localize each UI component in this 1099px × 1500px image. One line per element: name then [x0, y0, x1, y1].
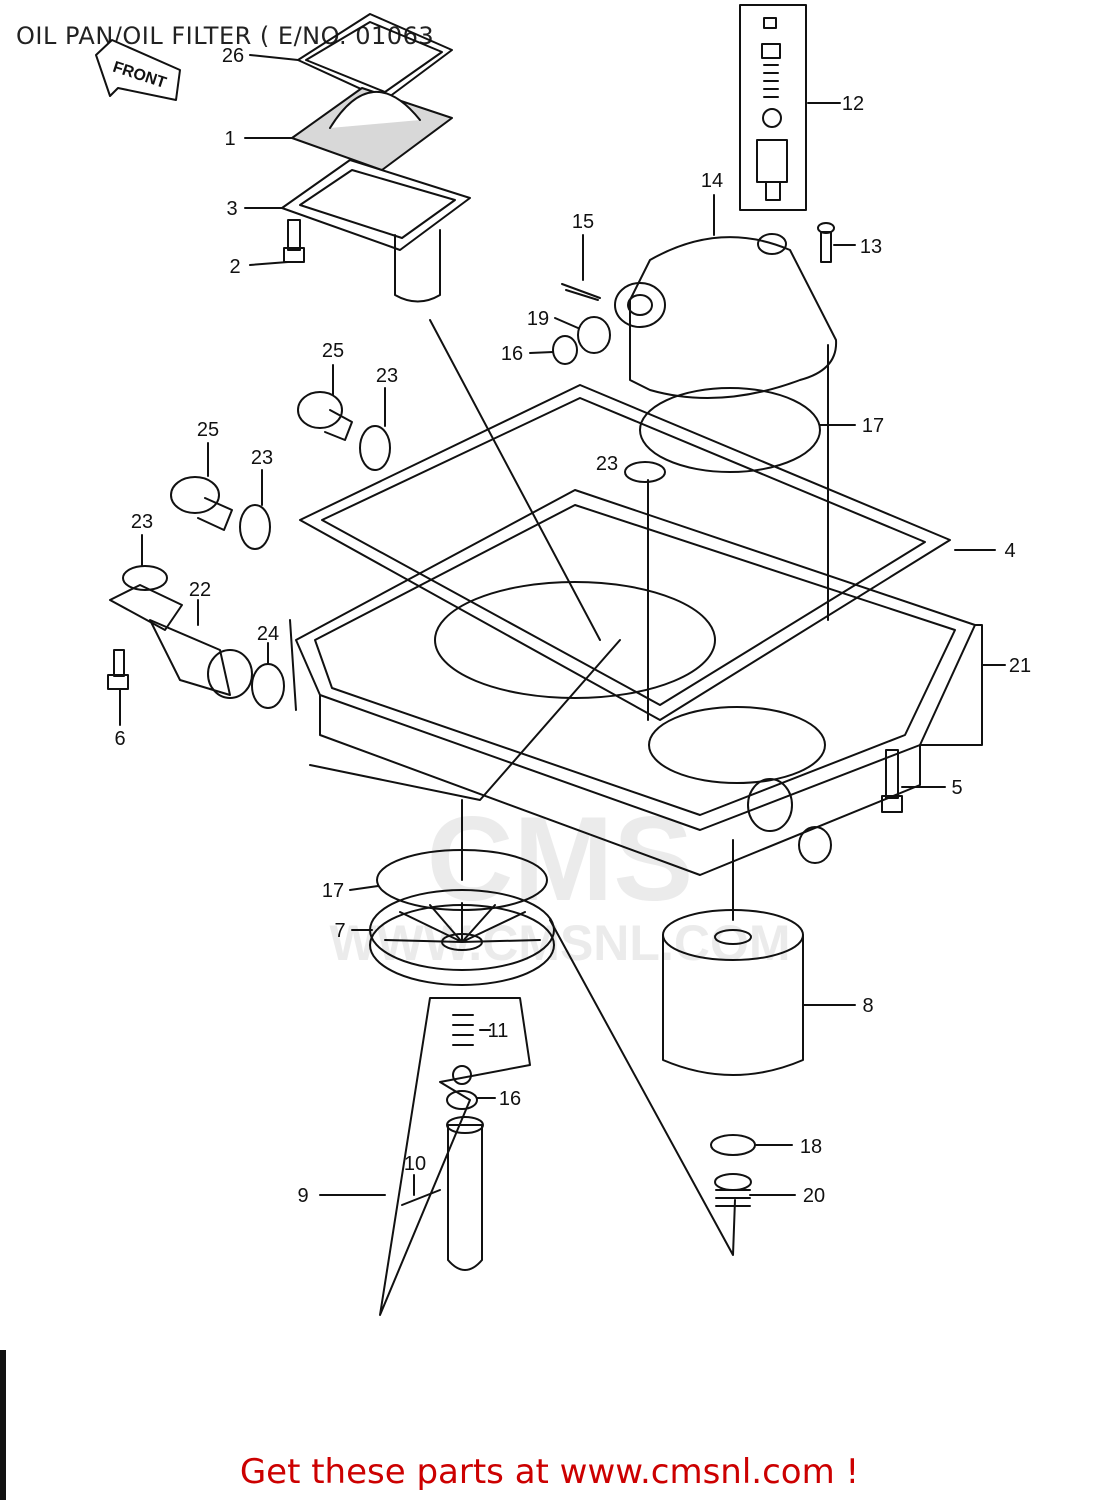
callout-23-b: 23: [251, 447, 273, 469]
callout-13: 13: [860, 236, 882, 258]
part-13-screw: [817, 222, 835, 263]
left-edge-bar: [0, 1350, 6, 1500]
callout-22: 22: [189, 579, 211, 601]
part-1-strainer-screen: [291, 87, 453, 171]
callout-10: 10: [404, 1153, 426, 1175]
front-arrow-icon: FRONT: [95, 39, 181, 101]
part-18-washer: [710, 1134, 756, 1156]
part-25-plug-lower: [170, 476, 233, 531]
callout-23-d: 23: [596, 453, 618, 475]
callout-8: 8: [862, 995, 873, 1017]
callout-6: 6: [114, 728, 125, 750]
callout-12: 12: [842, 93, 864, 115]
part-6-bolt: [107, 649, 129, 690]
part-12-relief-valve-kit: [739, 4, 807, 211]
part-25-plug-upper: [297, 391, 353, 441]
callout-24: 24: [257, 623, 279, 645]
part-2-bolt: [283, 219, 305, 263]
callout-5: 5: [951, 777, 962, 799]
part-9-filter-bolt: [379, 997, 531, 1316]
callout-15: 15: [572, 211, 594, 233]
part-ball: [452, 1065, 472, 1085]
callout-9: 9: [297, 1185, 308, 1207]
part-17-o-ring-upper: [639, 387, 821, 473]
part-19-plug: [577, 316, 611, 354]
callout-19: 19: [527, 308, 549, 330]
part-4-oil-pan-gasket: [299, 384, 951, 721]
callout-23-a: 23: [376, 365, 398, 387]
part-16-o-ring: [552, 335, 578, 365]
part-21-oil-pan: [295, 489, 976, 876]
part-11-spring: [452, 1014, 474, 1046]
part-3-strainer-housing: [281, 159, 471, 303]
callout-18: 18: [800, 1136, 822, 1158]
part-drain-plug: [798, 826, 832, 864]
watermark-logo: CMS: [427, 792, 694, 926]
callout-17-lower: 17: [322, 880, 344, 902]
callout-11: 11: [488, 1020, 509, 1042]
callout-25-upper: 25: [322, 340, 344, 362]
part-23-gasket-a: [359, 425, 391, 471]
callout-26: 26: [222, 45, 244, 67]
part-23-gasket-b: [239, 504, 271, 550]
callout-2: 2: [229, 256, 240, 278]
part-23-gasket-d: [624, 461, 666, 483]
callout-4: 4: [1004, 540, 1015, 562]
callout-25-lower: 25: [197, 419, 219, 441]
callout-1: 1: [224, 128, 235, 150]
part-22-oil-pipe: [109, 584, 253, 699]
callout-16: 16: [501, 343, 523, 365]
callout-17-upper: 17: [862, 415, 884, 437]
callout-14: 14: [701, 170, 723, 192]
part-26-gasket: [297, 13, 453, 101]
part-15-cotter-pin: [561, 283, 601, 301]
callout-20: 20: [803, 1185, 825, 1207]
part-16-ring-lower: [446, 1090, 478, 1110]
part-20-spring: [714, 1173, 752, 1207]
part-5-bolt: [881, 749, 903, 813]
part-14-filter-cover: [614, 233, 838, 399]
footer-link-text[interactable]: Get these parts at www.cmsnl.com !: [239, 1452, 860, 1492]
callout-21: 21: [1009, 655, 1031, 677]
part-24-o-ring: [251, 663, 285, 709]
callout-23-c: 23: [131, 511, 153, 533]
part-23-gasket-c: [122, 565, 168, 591]
part-10-pin: [401, 1189, 441, 1206]
callout-3: 3: [226, 198, 237, 220]
watermark: CMS WWW.CMSNL.COM: [329, 792, 790, 971]
callout-7: 7: [334, 920, 345, 942]
callout-16-lower: 16: [499, 1088, 521, 1110]
